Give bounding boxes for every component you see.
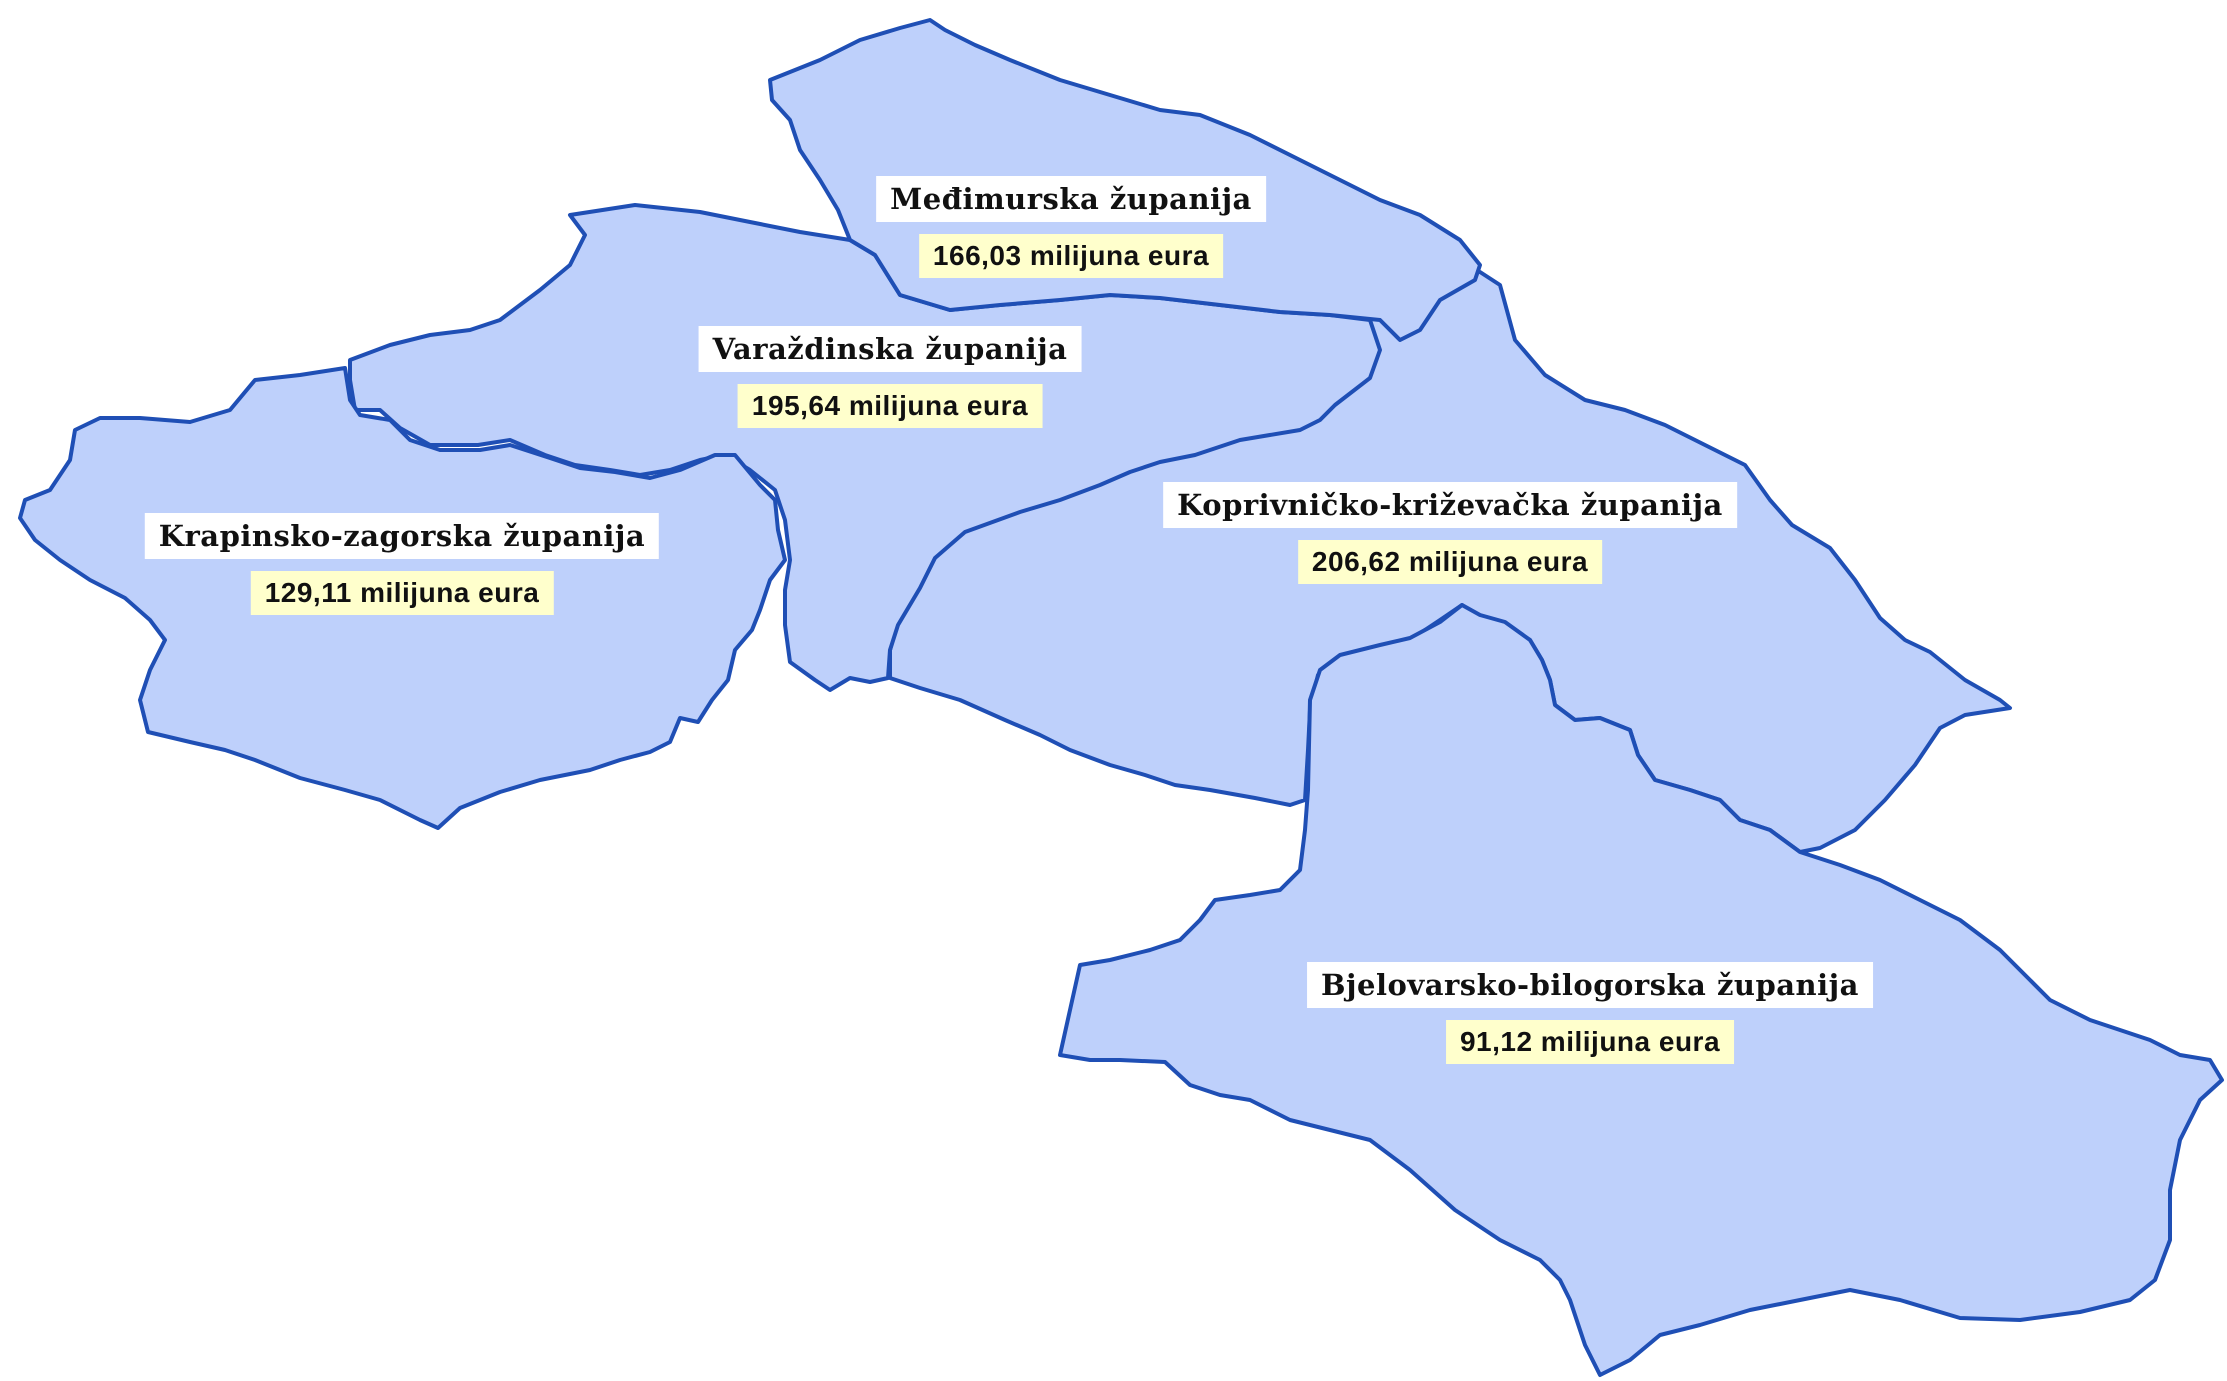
region-label-koprivnicko-krizevacka: Koprivničko-križevačka županija 206,62 m… xyxy=(1163,482,1737,584)
region-amount: 91,12 milijuna eura xyxy=(1445,1020,1735,1064)
region-varazdinska[interactable] xyxy=(348,203,1382,692)
region-amount: 206,62 milijuna eura xyxy=(1297,540,1603,584)
region-name: Međimurska županija xyxy=(876,176,1266,222)
region-amount: 129,11 milijuna eura xyxy=(250,571,554,615)
region-label-medimurska: Međimurska županija 166,03 milijuna eura xyxy=(876,176,1266,278)
region-amount: 166,03 milijuna eura xyxy=(918,234,1224,278)
region-name: Koprivničko-križevačka županija xyxy=(1163,482,1737,528)
region-label-krapinsko-zagorska: Krapinsko-zagorska županija 129,11 milij… xyxy=(144,513,660,615)
region-amount: 195,64 milijuna eura xyxy=(737,384,1043,428)
region-name: Varaždinska županija xyxy=(698,326,1082,372)
region-name: Krapinsko-zagorska županija xyxy=(144,513,660,559)
region-name: Bjelovarsko-bilogorska županija xyxy=(1307,962,1873,1008)
region-label-varazdinska: Varaždinska županija 195,64 milijuna eur… xyxy=(698,326,1082,428)
region-label-bjelovarsko-bilogorska: Bjelovarsko-bilogorska županija 91,12 mi… xyxy=(1307,962,1873,1064)
